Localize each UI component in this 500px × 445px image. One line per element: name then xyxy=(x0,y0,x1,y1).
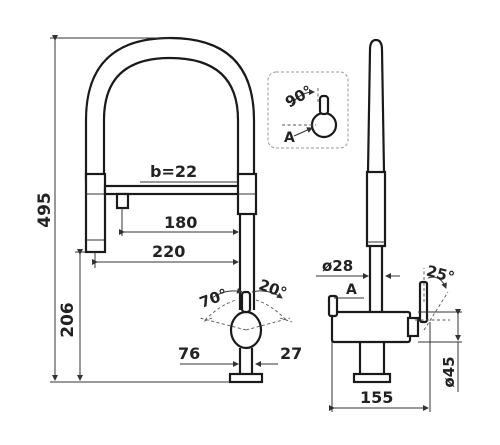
angle-tilt: 25° xyxy=(424,262,456,287)
detail-handle-lever xyxy=(318,94,330,116)
detail-inset: 90° A xyxy=(267,71,349,149)
dim-reach-inner: 180 xyxy=(164,213,197,232)
hose-arc-outer xyxy=(84,36,256,180)
spray-holder-bar xyxy=(103,184,243,196)
dim-spout-diameter: ø28 xyxy=(322,257,353,275)
side-dimensions: ø28 A 25° 155 ø45 xyxy=(316,257,462,412)
side-spout-upper xyxy=(366,38,386,173)
side-base-plate xyxy=(352,372,392,384)
spray-holder-knob xyxy=(115,192,130,210)
base-plate xyxy=(228,372,264,384)
dim-height-lower: 206 xyxy=(58,302,78,338)
dim-handle-offset: 27 xyxy=(280,344,302,363)
spout-column-lower xyxy=(238,214,256,310)
angle-handle-right: 20° xyxy=(256,276,289,303)
side-body-cap xyxy=(406,316,420,338)
side-lever-left xyxy=(327,294,339,318)
dim-base-diameter: ø45 xyxy=(440,356,458,387)
detail-marker-a: A xyxy=(284,130,295,146)
dim-reach-outer: 220 xyxy=(152,242,185,261)
angle-ray-left xyxy=(199,317,247,331)
detail-angle: 90° xyxy=(282,82,316,112)
side-marker-a: A xyxy=(346,282,357,298)
side-spout-sleeve xyxy=(365,170,387,248)
dim-base-offset: 76 xyxy=(178,344,200,363)
front-dimensions: 495 206 b=22 180 220 76 27 70° 20° xyxy=(35,35,302,383)
hose-arc-inner xyxy=(102,56,240,180)
handle-lever xyxy=(240,290,252,314)
side-body xyxy=(330,310,412,344)
angle-handle-left: 70° xyxy=(197,285,230,312)
angle-ray-right xyxy=(245,317,291,331)
dim-height-total: 495 xyxy=(35,192,55,228)
angle-arc-left xyxy=(211,287,243,299)
dim-hose-diameter: b=22 xyxy=(150,162,197,181)
side-lever-right xyxy=(418,280,429,324)
detail-border xyxy=(267,71,349,149)
side-view xyxy=(327,38,450,384)
angle-arc-right xyxy=(251,290,283,299)
front-view xyxy=(84,36,293,384)
dim-depth: 155 xyxy=(360,388,393,407)
